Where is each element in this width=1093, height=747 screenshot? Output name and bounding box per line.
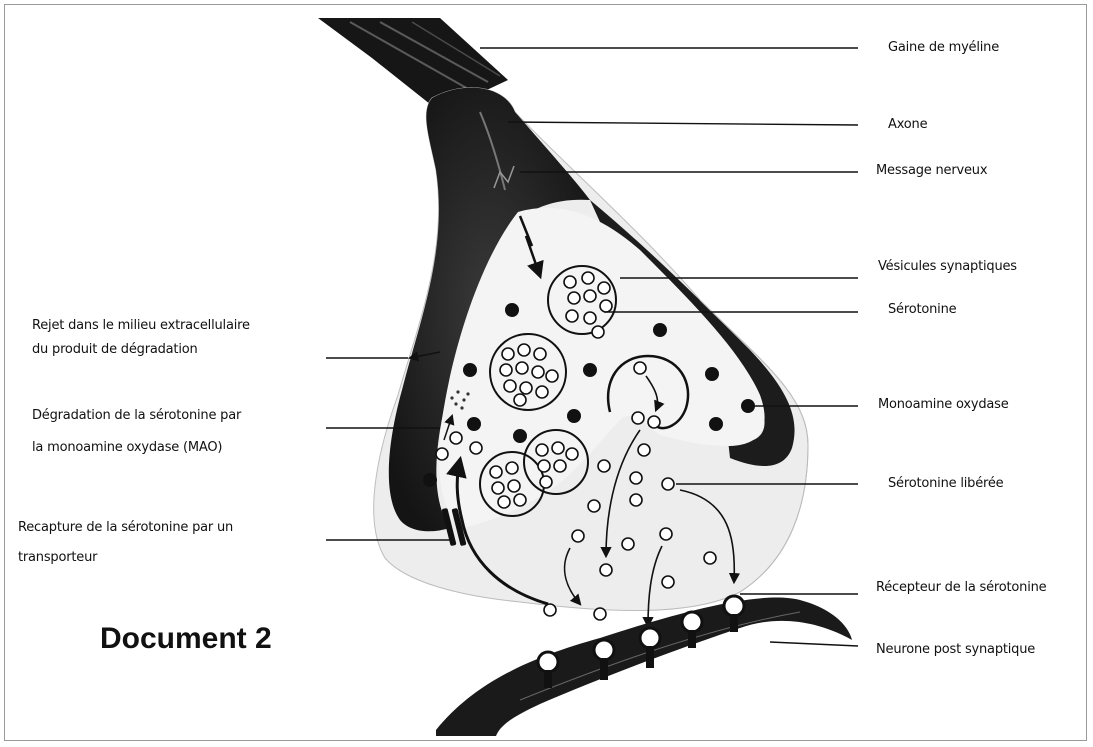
label-postsynaptic-neuron: Neurone post synaptique [876,640,1035,660]
label-rejection-line2: du produit de dégradation [32,340,198,360]
presynaptic-terminal [374,88,808,611]
label-myelin-sheath: Gaine de myéline [888,38,999,58]
label-reuptake-line1: Recapture de la sérotonine par un [18,518,233,538]
label-nerve-message: Message nerveux [876,161,987,181]
postsynaptic-neuron [436,598,852,736]
label-released-serotonin: Sérotonine libérée [888,474,1003,494]
label-axon: Axone [888,115,927,135]
label-serotonin-receptor: Récepteur de la sérotonine [876,578,1046,598]
label-rejection-line1: Rejet dans le milieu extracellulaire [32,316,250,336]
label-degradation-line1: Dégradation de la sérotonine par [32,406,241,426]
label-monoamine-oxidase: Monoamine oxydase [878,395,1009,415]
document-title: Document 2 [100,622,272,656]
label-reuptake-line2: transporteur [18,548,97,568]
label-synaptic-vesicles: Vésicules synaptiques [878,257,1017,277]
label-degradation-line2: la monoamine oxydase (MAO) [32,438,222,458]
label-serotonin: Sérotonine [888,300,956,320]
